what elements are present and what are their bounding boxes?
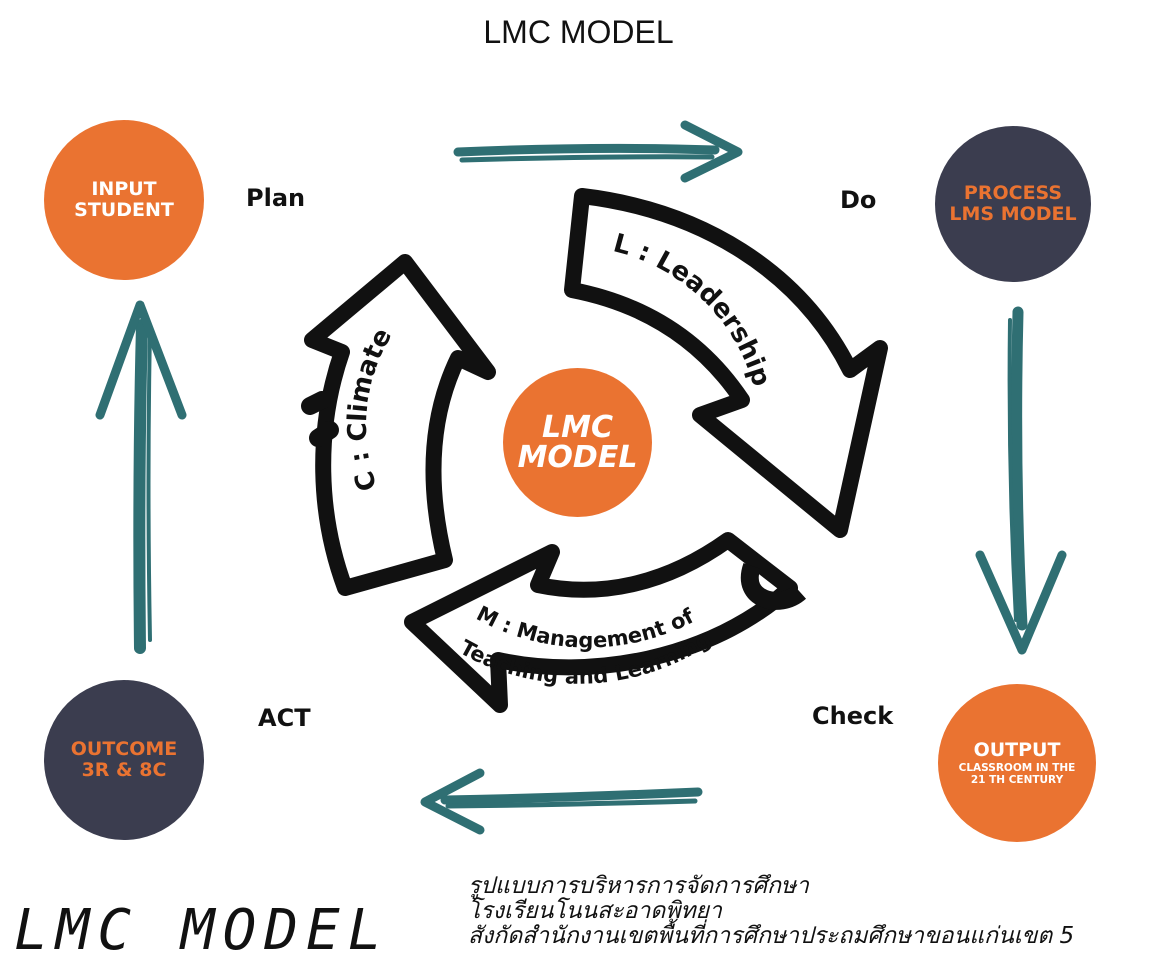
climate-arrow xyxy=(301,254,496,596)
arrow-plan-to-do xyxy=(453,120,743,183)
center-line2: MODEL xyxy=(517,439,638,475)
process-line2: LMS MODEL xyxy=(949,203,1077,225)
phase-do: Do xyxy=(840,186,877,214)
footer-caption: รูปแบบการบริหารการจัดการศึกษา โรงเรียนโน… xyxy=(468,874,1074,949)
management-arrow xyxy=(404,532,807,713)
process-circle: PROCESS LMS MODEL xyxy=(935,126,1091,282)
outcome-line2: 3R & 8C xyxy=(81,759,167,781)
phase-check: Check xyxy=(812,702,894,730)
output-circle: OUTPUT CLASSROOM IN THE 21 TH CENTURY xyxy=(938,684,1096,842)
lmc-logo-text: LMC MODEL xyxy=(14,898,390,963)
input-line2: STUDENT xyxy=(74,199,174,221)
outcome-circle: OUTCOME 3R & 8C xyxy=(44,680,204,840)
output-line3: 21 TH CENTURY xyxy=(970,773,1064,786)
phase-act: ACT xyxy=(258,704,311,732)
output-line2: CLASSROOM IN THE xyxy=(958,761,1076,774)
footer-line3: สังกัดสำนักงานเขตพื้นที่การศึกษาประถมศึก… xyxy=(468,923,1075,949)
arrow-check-to-act xyxy=(420,768,703,835)
input-line1: INPUT xyxy=(91,177,157,200)
output-line1: OUTPUT xyxy=(973,739,1061,762)
arrow-do-to-check xyxy=(975,306,1067,655)
arrow-act-to-plan xyxy=(95,300,187,654)
outcome-line1: OUTCOME xyxy=(70,737,178,760)
page-title: LMC MODEL xyxy=(483,14,674,50)
phase-plan: Plan xyxy=(246,184,306,212)
footer-line2: โรงเรียนโนนสะอาดพิทยา xyxy=(468,898,722,924)
lmc-center-circle: LMC MODEL xyxy=(503,368,652,517)
footer-line1: รูปแบบการบริหารการจัดการศึกษา xyxy=(468,873,809,899)
leadership-arrow xyxy=(564,188,888,538)
process-line1: PROCESS xyxy=(963,181,1063,204)
center-line1: LMC xyxy=(542,409,613,445)
input-circle: INPUT STUDENT xyxy=(44,120,204,280)
